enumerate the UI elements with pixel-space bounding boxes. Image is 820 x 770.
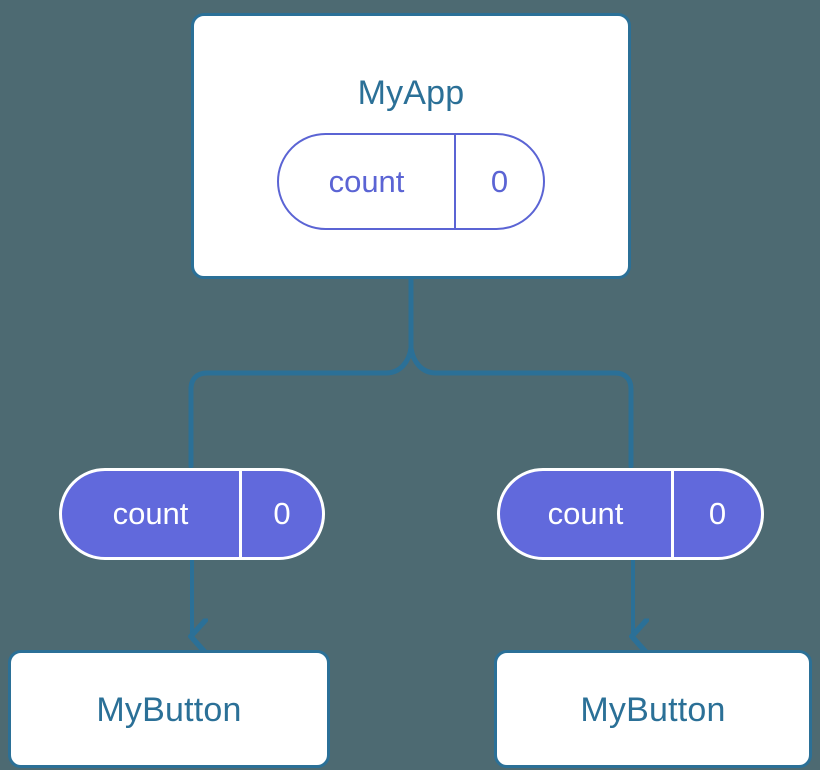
state-key-label: count (328, 163, 405, 199)
component-box-mybutton-right[interactable]: MyButton (494, 650, 812, 768)
state-value-label: 0 (239, 471, 322, 557)
edge-split-left (188, 345, 414, 469)
state-key-label: count (112, 496, 189, 531)
state-pill-root[interactable]: count 0 (277, 133, 545, 230)
state-value-label: 0 (454, 135, 543, 228)
component-title-mybutton: MyButton (580, 691, 726, 729)
state-key-label: count (547, 496, 624, 531)
edge-split-right (408, 345, 634, 469)
component-title-myapp: MyApp (357, 74, 465, 112)
component-box-mybutton-left[interactable]: MyButton (8, 650, 330, 768)
state-value-label: 0 (671, 471, 761, 557)
component-title-mybutton: MyButton (96, 691, 242, 729)
state-pill-child-left[interactable]: count 0 (59, 468, 325, 560)
state-pill-child-right[interactable]: count 0 (497, 468, 764, 560)
